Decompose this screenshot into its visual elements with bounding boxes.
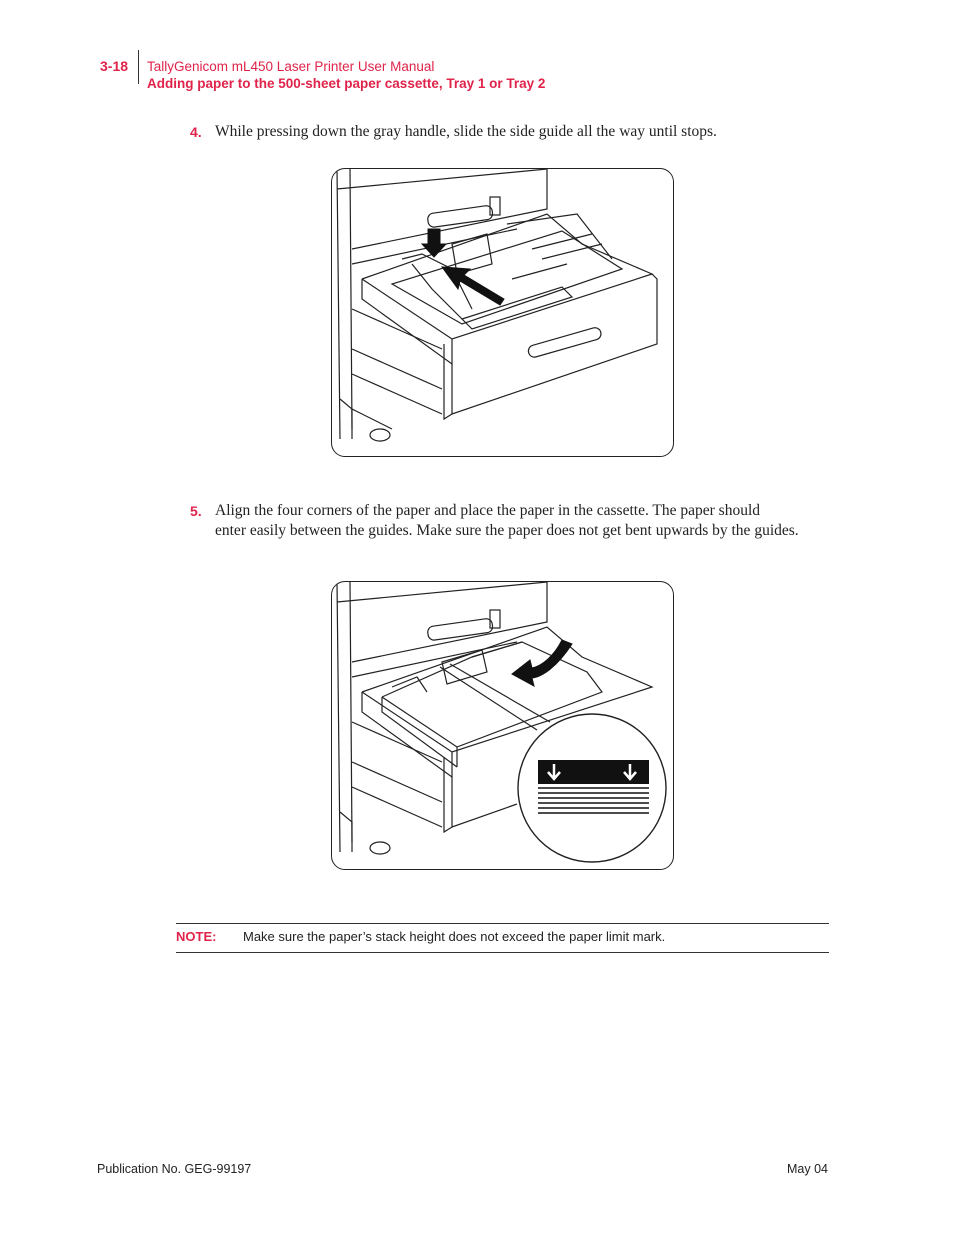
note-top-rule [176,923,829,924]
limit-arrows-icon [547,764,637,781]
figure-slide-side-guide [331,168,674,457]
note-bottom-rule [176,952,829,953]
note-label: NOTE: [176,929,217,944]
paper-stack-lines [538,787,649,814]
slide-arrow-icon [440,266,505,306]
section-title: Adding paper to the 500-sheet paper cass… [147,76,546,91]
place-paper-arrow-icon [511,639,573,687]
header-divider [138,50,139,84]
tray-illustration-2 [336,582,667,863]
press-down-arrow-icon [420,228,448,258]
publication-date: May 04 [787,1162,828,1176]
note-text: Make sure the paper’s stack height does … [243,929,666,944]
publication-number: Publication No. GEG-99197 [97,1162,252,1176]
step-4-text: While pressing down the gray handle, sli… [215,123,717,140]
tray-illustration-1 [336,169,658,442]
step-5-number: 5. [190,503,202,519]
figure-load-paper [331,581,674,870]
page-number: 3-18 [100,58,129,74]
step-4-number: 4. [190,124,202,140]
step-5-text-line-1: Align the four corners of the paper and … [215,502,761,519]
step-5-text-line-2: enter easily between the guides. Make su… [215,522,799,539]
manual-title: TallyGenicom mL450 Laser Printer User Ma… [147,59,435,74]
